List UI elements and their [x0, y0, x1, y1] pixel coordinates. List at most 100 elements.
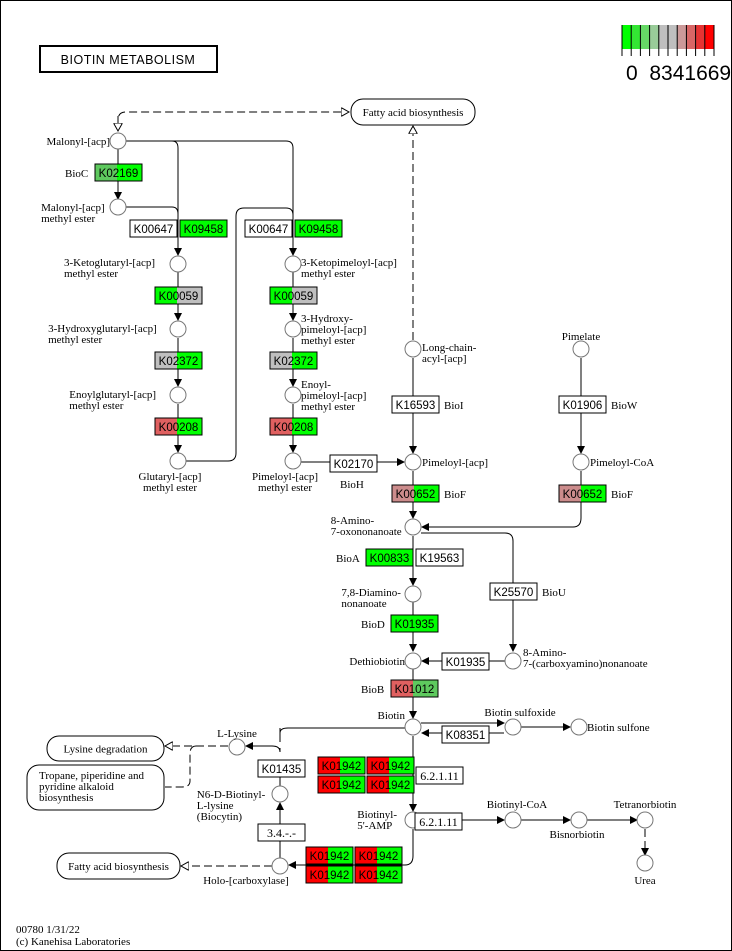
- compound-ketopimeloyl[interactable]: 3-Ketopimeloyl-[acp]methyl ester: [284, 255, 397, 280]
- compound-node[interactable]: [572, 453, 590, 471]
- enzyme-ec6-2-a[interactable]: 6.2.1.11: [415, 766, 464, 785]
- compound-glutaryl[interactable]: Glutaryl-[acp]methyl ester: [139, 452, 202, 494]
- compound-pimelate[interactable]: Pimelate: [562, 331, 601, 358]
- compound-node[interactable]: [504, 811, 522, 829]
- enzyme-ec3-4[interactable]: 3.4.-.-: [257, 823, 306, 842]
- compound-urea[interactable]: Urea: [634, 854, 656, 887]
- enzyme-k01942-3[interactable]: K01942: [317, 775, 366, 794]
- compound-biotin-sulfone[interactable]: Biotin sulfone: [570, 718, 650, 736]
- compound-node[interactable]: [284, 255, 302, 273]
- compound-node[interactable]: [169, 452, 187, 470]
- compound-biocytin[interactable]: N6-D-Biotinyl-L-lysine(Biocytin): [197, 785, 289, 823]
- compound-bisnorbiotin[interactable]: Bisnorbiotin: [549, 811, 605, 841]
- compound-amino-oxo[interactable]: 8-Amino-7-oxononanoate: [331, 515, 422, 538]
- compound-pimeloyl-acp[interactable]: Pimeloyl-[acp]: [404, 453, 488, 471]
- enzyme-k01906[interactable]: K01906: [558, 395, 607, 414]
- compound-dethiobiotin[interactable]: Dethiobiotin: [349, 652, 422, 670]
- compound-hydroxypimeloyl[interactable]: 3-Hydroxy-pimeloyl-[acp]methyl ester: [284, 313, 366, 347]
- compound-pimeloyl-coa[interactable]: Pimeloyl-CoA: [572, 453, 654, 471]
- compound-malonyl-acp[interactable]: Malonyl-[acp]: [46, 132, 127, 150]
- pathway-fab-top[interactable]: Fatty acid biosynthesis: [350, 98, 476, 126]
- enzyme-k01942-8[interactable]: K01942: [354, 865, 403, 884]
- compound-node[interactable]: [636, 811, 654, 829]
- compound-l-lysine[interactable]: L-Lysine: [217, 728, 257, 756]
- pathway-box[interactable]: [46, 735, 165, 762]
- compound-node[interactable]: [271, 857, 289, 875]
- compound-node[interactable]: [636, 854, 654, 872]
- enzyme-k00059b[interactable]: K00059: [269, 286, 318, 305]
- enzyme-ec6-2-b[interactable]: 6.2.1.11: [414, 812, 463, 831]
- enzyme-k01942-2[interactable]: K01942: [366, 756, 415, 775]
- compound-node[interactable]: [404, 585, 422, 603]
- compound-node[interactable]: [284, 320, 302, 338]
- enzyme-k02372b[interactable]: K02372: [269, 351, 318, 370]
- compound-carboxyamino[interactable]: 8-Amino-7-(carboxyamino)nonanoate: [504, 647, 648, 670]
- pathway-fab-bottom[interactable]: Fatty acid biosynthesis: [56, 852, 181, 880]
- compound-biotin[interactable]: Biotin: [377, 710, 422, 736]
- enzyme-k09458b[interactable]: K09458: [294, 219, 343, 238]
- compound-node[interactable]: [169, 255, 187, 273]
- enzyme-k01942-6[interactable]: K01942: [354, 846, 403, 865]
- compound-longchain[interactable]: Long-chain-acyl-[acp]: [404, 340, 477, 365]
- enzyme-k08351[interactable]: K08351: [441, 725, 490, 744]
- enzyme-k01012[interactable]: K01012: [390, 679, 439, 698]
- compound-diamino[interactable]: 7,8-Diamino-nonanoate: [341, 585, 422, 610]
- compound-node[interactable]: [228, 738, 246, 756]
- compound-holo[interactable]: Holo-[carboxylase]: [203, 857, 289, 887]
- compound-node[interactable]: [572, 340, 590, 358]
- compound-node[interactable]: [169, 320, 187, 338]
- compound-biotinyl-amp[interactable]: Biotinyl-5'-AMP: [357, 809, 422, 832]
- enzyme-k02169[interactable]: K02169: [94, 163, 143, 182]
- enzyme-k01942-1[interactable]: K01942: [317, 756, 366, 775]
- enzyme-k00208a[interactable]: K00208: [154, 417, 203, 436]
- compound-malonyl-me[interactable]: Malonyl-[acp]methyl ester: [41, 198, 127, 225]
- pathway-box[interactable]: [26, 764, 165, 811]
- enzyme-k19563[interactable]: K19563: [415, 548, 464, 567]
- compound-node[interactable]: [109, 132, 127, 150]
- enzyme-k01435[interactable]: K01435: [257, 759, 306, 778]
- compound-biotinyl-coa[interactable]: Biotinyl-CoA: [487, 799, 548, 829]
- compound-node[interactable]: [271, 785, 289, 803]
- pathway-box[interactable]: [56, 852, 181, 880]
- compound-node[interactable]: [404, 718, 422, 736]
- compound-node[interactable]: [284, 386, 302, 404]
- enzyme-k00647a[interactable]: K00647: [129, 219, 178, 238]
- enzyme-k01942-5[interactable]: K01942: [305, 846, 354, 865]
- compound-node[interactable]: [570, 718, 588, 736]
- enzyme-k00059a[interactable]: K00059: [154, 286, 203, 305]
- enzyme-k01935a[interactable]: K01935: [390, 614, 439, 633]
- enzyme-k00647b[interactable]: K00647: [244, 219, 293, 238]
- compound-hydroxyglutaryl[interactable]: 3-Hydroxyglutaryl-[acp]methyl ester: [48, 320, 187, 346]
- compound-ketoglutaryl[interactable]: 3-Ketoglutaryl-[acp]methyl ester: [64, 255, 187, 280]
- enzyme-k16593[interactable]: K16593: [391, 395, 440, 414]
- enzyme-k00652b[interactable]: K00652: [558, 484, 607, 503]
- compound-enoylglutaryl[interactable]: Enoylglutaryl-[acp]methyl ester: [69, 386, 187, 412]
- compound-node[interactable]: [570, 811, 588, 829]
- compound-pimeloyl-me[interactable]: Pimeloyl-[acp]methyl ester: [252, 452, 318, 494]
- compound-biotin-sulfoxide[interactable]: Biotin sulfoxide: [484, 707, 556, 736]
- compound-node[interactable]: [109, 198, 127, 216]
- enzyme-k01942-4[interactable]: K01942: [366, 775, 415, 794]
- enzyme-k25570[interactable]: K25570: [489, 582, 538, 601]
- compound-node[interactable]: [284, 452, 302, 470]
- enzyme-k02170[interactable]: K02170: [329, 454, 378, 473]
- enzyme-k00208b[interactable]: K00208: [269, 417, 318, 436]
- compound-enoylpimeloyl[interactable]: Enoyl-pimeloyl-[acp]methyl ester: [284, 379, 366, 413]
- compound-node[interactable]: [404, 518, 422, 536]
- enzyme-k00833[interactable]: K00833: [365, 548, 414, 567]
- compound-node[interactable]: [504, 718, 522, 736]
- compound-node[interactable]: [169, 386, 187, 404]
- compound-tetranorbiotin[interactable]: Tetranorbiotin: [614, 799, 677, 829]
- pathway-box[interactable]: [350, 98, 476, 126]
- compound-node[interactable]: [404, 340, 422, 358]
- enzyme-k01935b[interactable]: K01935: [441, 652, 490, 671]
- enzyme-k09458a[interactable]: K09458: [179, 219, 228, 238]
- compound-node[interactable]: [404, 652, 422, 670]
- enzyme-k01942-7[interactable]: K01942: [305, 865, 354, 884]
- compound-node[interactable]: [504, 652, 522, 670]
- pathway-lysine-deg[interactable]: Lysine degradation: [46, 735, 165, 762]
- enzyme-k00652a[interactable]: K00652: [391, 484, 440, 503]
- compound-node[interactable]: [404, 453, 422, 471]
- enzyme-k02372a[interactable]: K02372: [154, 351, 203, 370]
